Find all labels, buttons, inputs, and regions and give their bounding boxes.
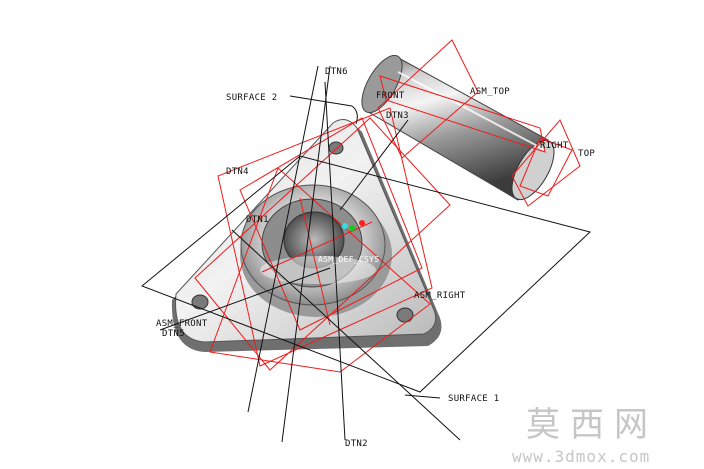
leader-surface2-a[interactable]	[289, 95, 353, 107]
csys-axis-y	[349, 225, 355, 231]
bolt-hole-left	[191, 294, 209, 310]
plane-trace-b	[299, 197, 331, 326]
cylinder-highlight	[397, 71, 546, 151]
label-asm-top[interactable]: ASM_TOP	[470, 87, 510, 97]
label-right[interactable]: RIGHT	[540, 141, 569, 151]
plane-right[interactable]	[511, 119, 581, 207]
label-dtn4[interactable]: DTN4	[226, 167, 249, 177]
label-front[interactable]: FRONT	[376, 91, 405, 101]
axis-dtn6-b[interactable]	[281, 65, 331, 443]
plane-top[interactable]	[519, 137, 573, 197]
label-dtn2[interactable]: DTN2	[345, 439, 368, 449]
label-asm-front[interactable]: ASM_FRONT	[156, 319, 208, 329]
boss-highlight	[260, 256, 376, 284]
plane-asm-top[interactable]	[379, 75, 546, 153]
watermark-text: 莫西网	[526, 405, 658, 445]
plane-asm-right[interactable]	[209, 167, 431, 373]
leader-dtn3	[339, 119, 409, 211]
label-dtn1[interactable]: DTN1	[246, 215, 269, 225]
plane-dtn3[interactable]	[194, 117, 451, 371]
bolt-hole-top	[328, 141, 344, 155]
leader-surface2-b	[351, 105, 358, 125]
base-plate[interactable]	[171, 118, 442, 352]
watermark-url: www.3dmox.com	[512, 447, 650, 466]
cylinder-part[interactable]	[354, 49, 563, 206]
label-asm-right[interactable]: ASM_RIGHT	[414, 291, 466, 301]
label-top[interactable]: TOP	[578, 149, 595, 159]
axis-dtn6-a[interactable]	[247, 65, 319, 413]
plane-dtn1[interactable]	[239, 117, 423, 331]
label-csys[interactable]: ASM_DEF_CSYS	[318, 255, 379, 264]
leader-surface1[interactable]	[404, 394, 441, 399]
label-surface1[interactable]: SURFACE 1	[448, 394, 499, 404]
axis-dtn1[interactable]	[231, 229, 461, 441]
plane-front[interactable]	[377, 39, 479, 159]
datum-geometry[interactable]	[141, 65, 592, 443]
label-dtn6[interactable]: DTN6	[325, 67, 348, 77]
axis-dtn2[interactable]	[324, 81, 346, 441]
csys-axis-x	[342, 223, 348, 229]
surface-1-outline[interactable]	[141, 155, 592, 393]
csys-marker[interactable]	[342, 220, 365, 231]
bolt-hole-right	[396, 307, 414, 323]
label-dtn5[interactable]: DTN5	[162, 329, 185, 339]
label-surface2[interactable]: SURFACE 2	[226, 93, 277, 103]
datum-planes[interactable]	[194, 39, 581, 373]
leader-asm-front	[159, 267, 331, 331]
label-dtn3[interactable]: DTN3	[386, 111, 409, 121]
watermark: 莫西网 www.3dmox.com	[512, 405, 658, 466]
plane-dtn4[interactable]	[217, 107, 433, 367]
csys-axis-z	[359, 220, 365, 226]
